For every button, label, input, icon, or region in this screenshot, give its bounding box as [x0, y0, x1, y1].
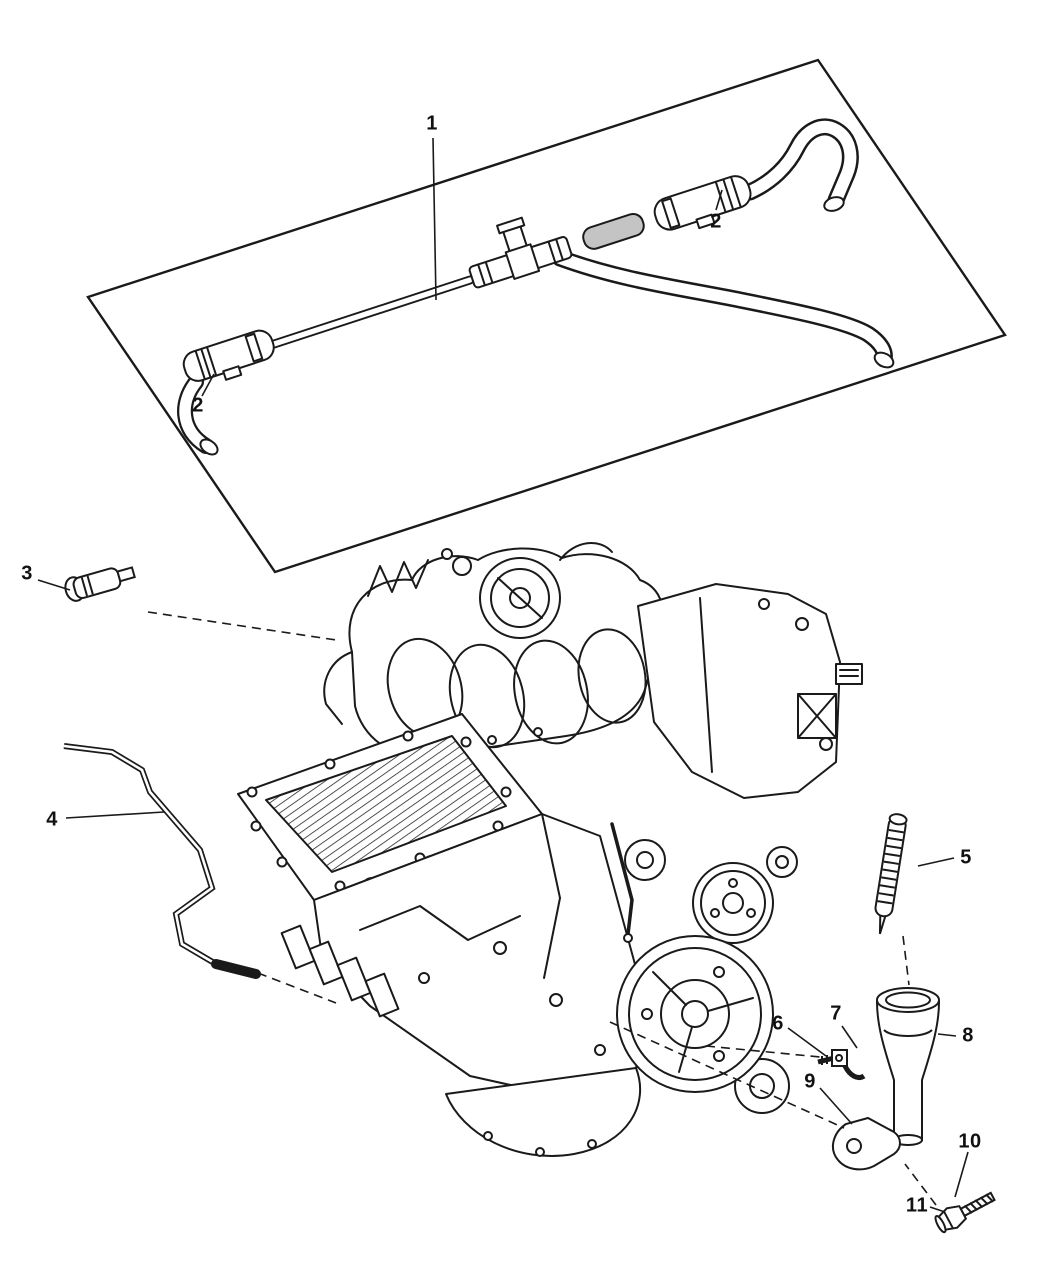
shaded-tube [582, 212, 645, 250]
throttle-body [479, 557, 561, 639]
vacuum-tube-part [63, 743, 261, 979]
hose-assembly [177, 118, 895, 456]
pcv-valve-part [64, 566, 136, 602]
callout-5: 5 [960, 846, 972, 869]
hose-branch-right [741, 118, 859, 212]
callout-2-right: 2 [710, 210, 722, 233]
callout-8: 8 [962, 1024, 974, 1047]
engine-block [280, 813, 649, 1097]
bolt-part [934, 1191, 996, 1234]
callout-7: 7 [830, 1002, 842, 1025]
leader-lines [37, 137, 969, 1213]
callout-9: 9 [804, 1070, 816, 1093]
tee-fitting [468, 216, 573, 289]
bracket-part [831, 1116, 901, 1171]
crank-pulley [616, 935, 774, 1093]
oil-pan [445, 1067, 642, 1157]
dipstick-part [874, 813, 908, 935]
fitting-right [653, 175, 752, 231]
callout-3: 3 [21, 562, 33, 585]
callout-1: 1 [426, 112, 438, 135]
callout-11: 11 [905, 1194, 929, 1217]
alignment-dash-lines [147, 611, 937, 1206]
water-pump-pulley [692, 862, 774, 944]
rear-bracket [637, 583, 863, 799]
callout-6: 6 [772, 1012, 784, 1035]
elbow-fitting-part [817, 1049, 866, 1081]
callout-10: 10 [958, 1130, 982, 1153]
parts-box [86, 58, 1007, 574]
zigzag-bracket [367, 559, 429, 597]
oil-filler-tube-part [875, 987, 941, 1146]
callout-4: 4 [46, 808, 58, 831]
engine-illustration [237, 541, 863, 1157]
tensioner-pulley [766, 846, 798, 878]
fitting-left [182, 329, 275, 382]
hose-branch-left [177, 374, 219, 456]
idler-pulley [624, 839, 666, 881]
callout-2-left: 2 [192, 394, 204, 417]
hose-branch-lower [551, 249, 895, 369]
